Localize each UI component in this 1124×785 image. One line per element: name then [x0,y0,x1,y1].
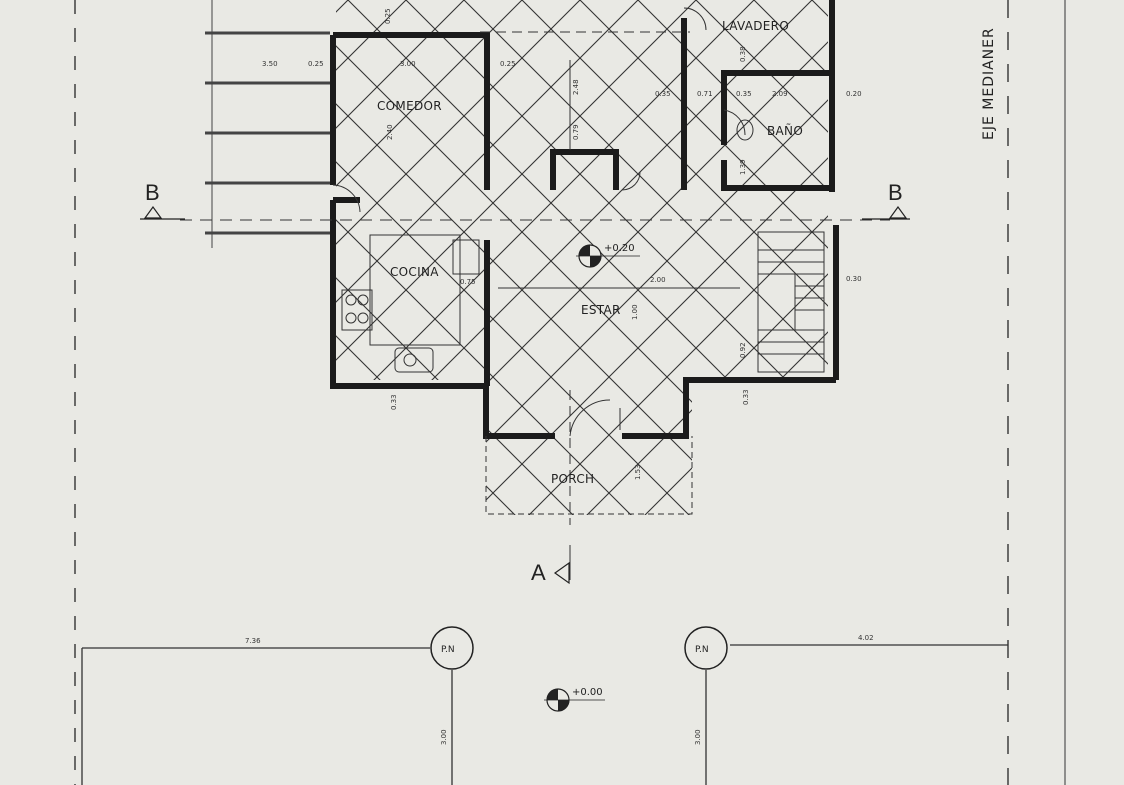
svg-text:3.50: 3.50 [262,60,278,68]
svg-text:3.00: 3.00 [400,60,416,68]
svg-text:0.30: 0.30 [846,275,862,283]
svg-text:P.N: P.N [441,645,455,655]
room-comedor: COMEDOR [377,99,442,113]
svg-text:0.25: 0.25 [308,60,324,68]
lot-boundary-lines [74,0,1066,785]
svg-text:0.35: 0.35 [655,90,671,98]
room-porch: PORCH [551,472,594,486]
svg-text:0.25: 0.25 [500,60,516,68]
room-labels: COMEDOR LAVADERO BAÑO COCINA ESTAR PORCH [377,19,803,486]
staircase [757,231,825,373]
svg-text:A: A [531,560,546,585]
svg-text:1.00: 1.00 [631,304,639,320]
svg-text:0.33: 0.33 [742,389,750,405]
svg-text:0.75: 0.75 [460,278,476,286]
svg-text:B: B [145,180,160,205]
property-marker-left: P.N [430,626,474,670]
svg-text:2.09: 2.09 [772,90,788,98]
svg-text:2.00: 2.00 [650,276,666,284]
room-cocina: COCINA [390,265,439,279]
svg-text:0.71: 0.71 [697,90,713,98]
svg-text:1.53: 1.53 [634,464,642,480]
svg-text:0.33: 0.33 [390,394,398,410]
pergola-slats [205,0,330,248]
svg-text:+0.20: +0.20 [604,243,635,254]
svg-text:2.40: 2.40 [386,124,394,140]
svg-text:0.79: 0.79 [572,124,580,140]
svg-text:0.92: 0.92 [739,342,747,358]
section-marker-a: A [531,560,570,585]
axis-label-eje-medianero: EJE MEDIANER [981,27,997,140]
level-marker-exterior: +0.00 [544,687,605,712]
svg-text:7.36: 7.36 [245,637,261,645]
svg-text:B: B [888,180,903,205]
section-marker-b-right: B [862,180,910,220]
svg-text:3.00: 3.00 [694,729,702,745]
svg-text:3.00: 3.00 [440,729,448,745]
svg-text:4.02: 4.02 [858,634,874,642]
room-bano: BAÑO [767,123,803,138]
svg-text:0.25: 0.25 [384,8,392,24]
svg-text:0.20: 0.20 [846,90,862,98]
section-marker-b-left: B [140,180,185,220]
svg-text:0.38: 0.38 [739,46,747,62]
svg-text:1.39: 1.39 [739,159,747,175]
svg-text:P.N: P.N [695,645,709,655]
floor-tile-hatch [336,0,828,515]
dimension-labels: 3.50 0.25 3.00 0.25 2.40 0.25 2.48 0.79 … [245,8,874,745]
svg-text:+0.00: +0.00 [572,687,603,698]
property-marker-right: P.N [684,626,728,670]
room-lavadero: LAVADERO [722,19,789,33]
level-marker-interior: +0.20 [576,243,640,268]
room-estar: ESTAR [581,303,621,317]
svg-text:0.35: 0.35 [736,90,752,98]
fixtures-and-partitions [81,7,1008,785]
svg-text:2.48: 2.48 [572,79,580,95]
